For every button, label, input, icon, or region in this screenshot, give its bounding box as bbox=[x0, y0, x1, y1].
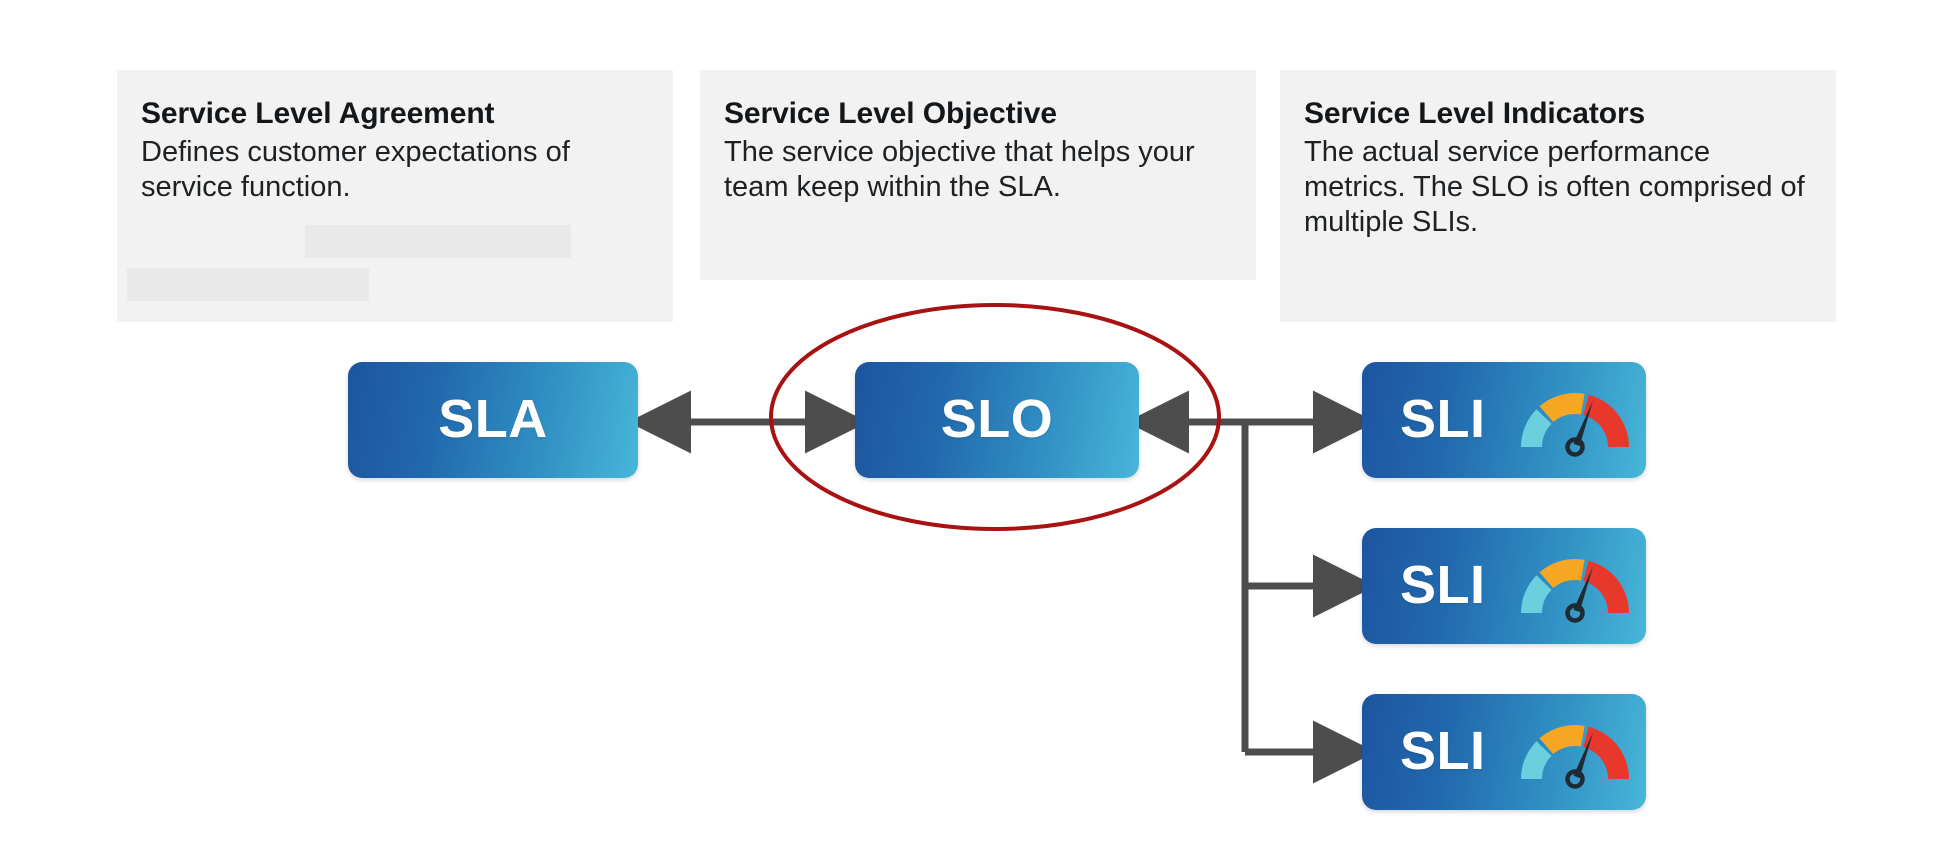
gauge-icon bbox=[1512, 711, 1638, 793]
redacted-block bbox=[127, 268, 369, 301]
card-title: Service Level Agreement bbox=[141, 97, 495, 130]
card-title: Service Level Objective bbox=[724, 97, 1057, 130]
gauge-icon bbox=[1512, 379, 1638, 461]
card-body: The service objective that helps your te… bbox=[724, 135, 1195, 203]
node-sli-1[interactable]: SLI bbox=[1362, 362, 1646, 478]
node-sli-3[interactable]: SLI bbox=[1362, 694, 1646, 810]
redacted-block bbox=[305, 225, 571, 258]
card-body: Defines customer expectations of service… bbox=[141, 135, 570, 203]
node-slo[interactable]: SLO bbox=[855, 362, 1139, 478]
node-sla[interactable]: SLA bbox=[348, 362, 638, 478]
card-body: The actual service performance metrics. … bbox=[1304, 135, 1805, 239]
definition-card-slo: Service Level Objective The service obje… bbox=[700, 70, 1256, 280]
gauge-icon bbox=[1512, 545, 1638, 627]
card-title: Service Level Indicators bbox=[1304, 97, 1646, 130]
node-label: SLO bbox=[940, 389, 1054, 449]
node-label: SLI bbox=[1400, 555, 1486, 615]
node-label: SLI bbox=[1400, 721, 1486, 781]
node-label: SLI bbox=[1400, 389, 1486, 449]
definition-card-sla: Service Level Agreement Defines customer… bbox=[117, 70, 673, 322]
connector-slo-sli-trunk bbox=[1126, 390, 1376, 752]
definition-card-sli: Service Level Indicators The actual serv… bbox=[1280, 70, 1836, 322]
node-label: SLA bbox=[438, 389, 548, 449]
node-sli-2[interactable]: SLI bbox=[1362, 528, 1646, 644]
